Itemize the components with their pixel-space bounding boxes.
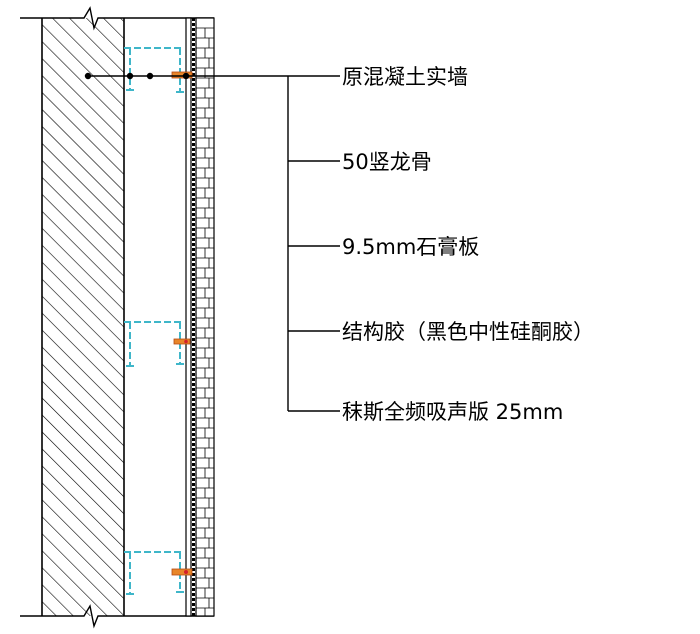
stud-label: 50竖龙骨	[342, 150, 432, 174]
fastener-bottom	[171, 568, 193, 576]
concrete-wall-label: 原混凝土实墙	[342, 65, 468, 89]
concrete-wall	[20, 6, 214, 629]
leader-lines	[84, 72, 340, 412]
gypsum-board	[185, 17, 192, 617]
fastener-middle	[173, 338, 191, 345]
acoustic-panel	[195, 17, 215, 617]
stud-group-bottom	[124, 551, 184, 595]
acoustic-panel-label: 秣斯全频吸声版 25mm	[342, 400, 563, 424]
stud-group-middle	[124, 321, 184, 367]
stud-group-top	[124, 47, 184, 93]
gypsum-board-label: 9.5mm石膏板	[342, 235, 479, 259]
adhesive-label: 结构胶（黑色中性硅酮胶）	[342, 320, 594, 344]
